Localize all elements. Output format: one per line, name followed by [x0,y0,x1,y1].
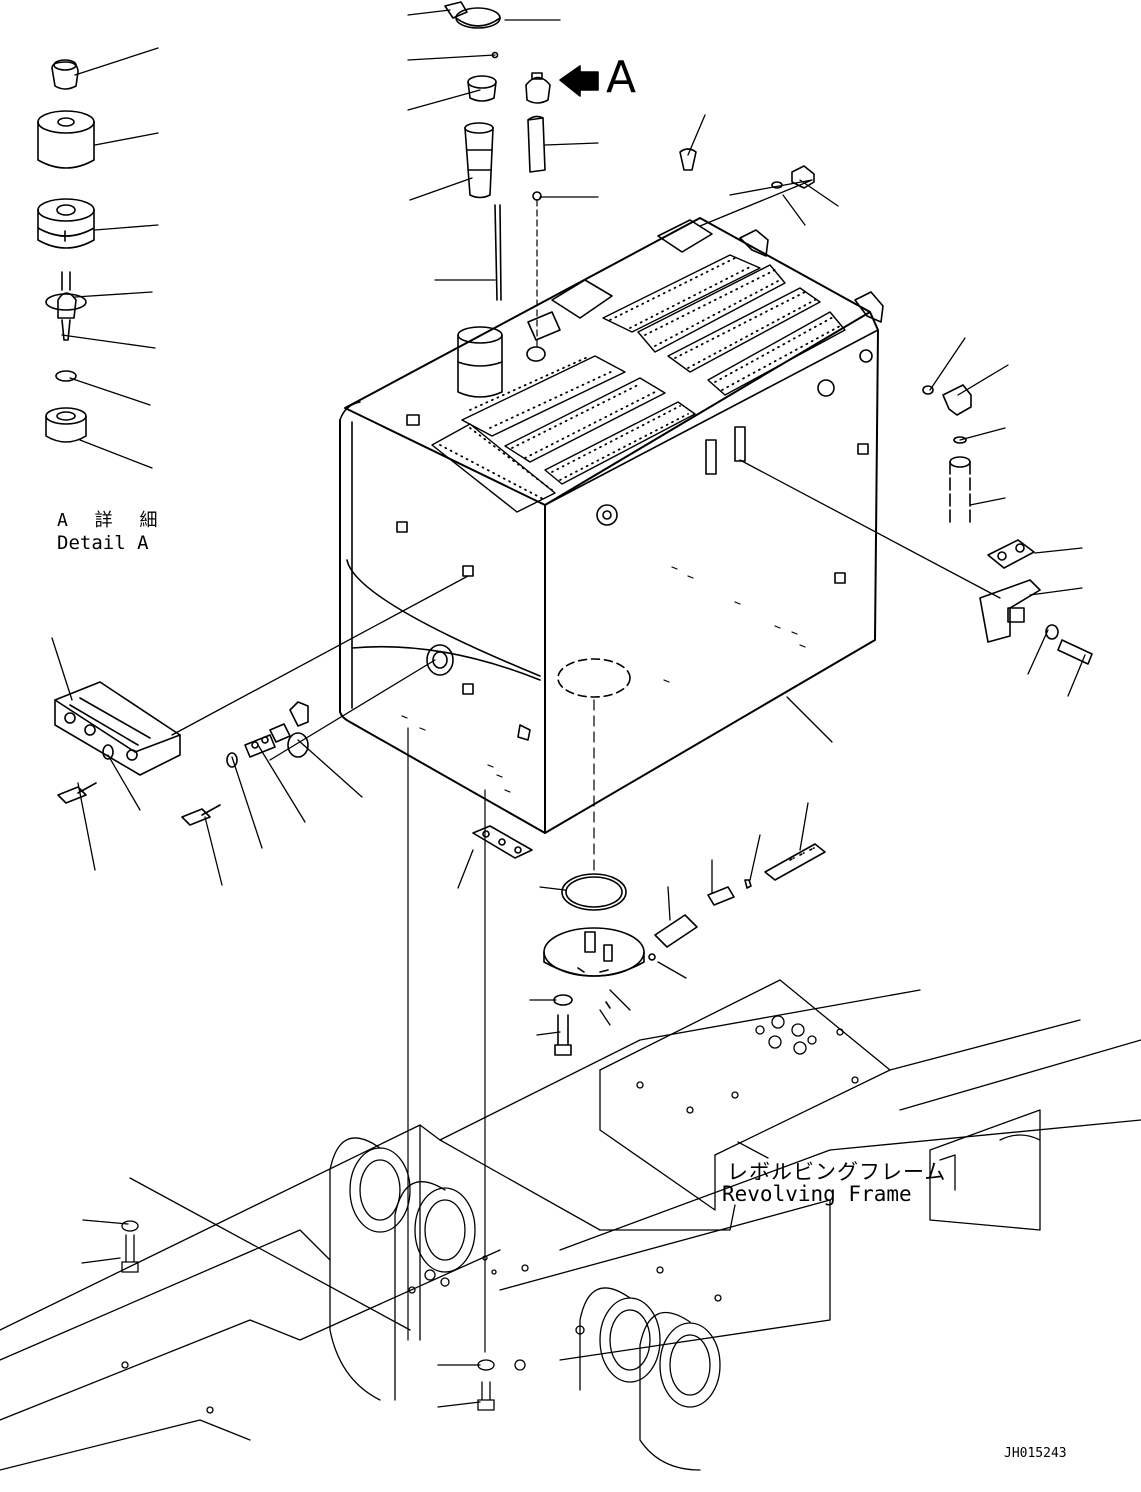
revolving-frame [0,979,1141,1471]
step-bracket [54,681,309,826]
revolving-frame-label-en: Revolving Frame [722,1182,912,1206]
drawing-number: JH015243 [1004,1446,1067,1461]
filler-cap-assembly [444,1,599,301]
alignment-lines [407,199,595,1353]
detail-a-label-jp: A 詳 細 [57,510,166,531]
leader-lines [51,9,1086,1408]
detail-a-label-en: Detail A [57,532,149,554]
view-a-marker: A [606,52,637,103]
fuel-sender-assembly [472,825,826,1056]
revolving-frame-label-jp: レボルビングフレーム [727,1160,947,1184]
detail-a-parts [37,59,95,443]
right-side-parts [679,148,1093,665]
fuel-tank [339,217,884,834]
